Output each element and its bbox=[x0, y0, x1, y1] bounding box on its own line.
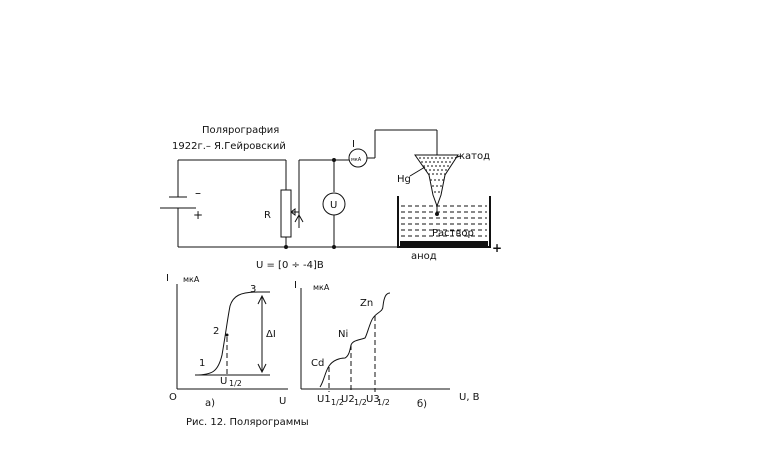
figure-caption: Рис. 12. Полярограммы bbox=[186, 417, 309, 428]
voltage-range: U = [0 ÷ -4]B bbox=[256, 260, 324, 271]
mercury-funnel bbox=[414, 154, 459, 208]
anode-plus-sign: + bbox=[492, 241, 502, 255]
slider-tip-icon bbox=[290, 208, 296, 216]
u3-sub: 1/2 bbox=[377, 398, 390, 407]
zn-label: Zn bbox=[360, 298, 373, 309]
mercury-hatch bbox=[419, 157, 455, 193]
x-axis-label-b: U, B bbox=[459, 392, 480, 403]
point-2-label: 2 bbox=[213, 326, 219, 337]
arrow-down-icon bbox=[257, 363, 267, 374]
circuit: – + R I мкА U U = [0 bbox=[160, 129, 502, 271]
solution-label: Раствор bbox=[432, 228, 474, 239]
u2-sub: 1/2 bbox=[354, 398, 367, 407]
wave-curve-a bbox=[194, 291, 270, 376]
mercury-pool-anode bbox=[400, 241, 488, 246]
wave-curve-b bbox=[319, 292, 391, 388]
u3-label: U3 bbox=[366, 394, 380, 405]
rheostat-r bbox=[280, 189, 292, 238]
rheostat-label: R bbox=[264, 210, 271, 221]
title-line-2: 1922г.– Я.Гейровский bbox=[172, 141, 286, 152]
slider-arrow-icon bbox=[294, 213, 304, 223]
y-unit-a: мкА bbox=[183, 275, 200, 284]
u2-label: U2 bbox=[341, 394, 355, 405]
delta-i-label: ΔI bbox=[266, 329, 276, 340]
title-line-1: Полярография bbox=[202, 125, 279, 136]
y-unit-b: мкА bbox=[313, 283, 330, 292]
junction-dot bbox=[332, 245, 336, 249]
voltmeter-label: U bbox=[330, 200, 337, 211]
cathode-leader bbox=[454, 155, 461, 159]
junction-dot bbox=[284, 245, 288, 249]
battery-minus-sign: – bbox=[195, 186, 201, 200]
battery-plus-sign: + bbox=[193, 208, 203, 222]
cathode-label: катод bbox=[459, 151, 490, 162]
half-wave-sub-a: 1/2 bbox=[229, 379, 242, 388]
u1-label: U1 bbox=[317, 394, 331, 405]
solution-hatch bbox=[401, 205, 487, 237]
hg-leader bbox=[409, 166, 426, 177]
arrow-up-icon bbox=[257, 294, 267, 305]
y-axis-label-b: I bbox=[294, 280, 297, 291]
y-axis-label-a: I bbox=[166, 273, 169, 284]
caption-a: а) bbox=[205, 398, 215, 409]
mercury-drop bbox=[435, 212, 439, 216]
polarogram-a: I мкА O U 1 2 3 ΔI U 1/2 а) bbox=[166, 273, 288, 409]
u1-sub: 1/2 bbox=[331, 398, 344, 407]
junction-dot bbox=[332, 158, 336, 162]
polarogram-b: I мкА Cd Ni Zn U1 1/2 U2 1/2 U3 1/2 U, B… bbox=[294, 280, 480, 410]
caption-b: б) bbox=[417, 399, 427, 410]
half-wave-label-a: U bbox=[220, 376, 227, 387]
x-axis-label-a: U bbox=[279, 396, 286, 407]
ni-label: Ni bbox=[338, 329, 348, 340]
origin-a: O bbox=[169, 392, 177, 403]
vessel bbox=[397, 196, 491, 248]
ammeter-unit: мкА bbox=[351, 157, 362, 163]
cd-label: Cd bbox=[311, 358, 324, 369]
mercury-label: Hg bbox=[397, 174, 411, 185]
anode-label: анод bbox=[411, 251, 437, 262]
point-3-label: 3 bbox=[250, 284, 256, 295]
point-1-label: 1 bbox=[199, 358, 205, 369]
ammeter-letter: I bbox=[352, 139, 355, 150]
